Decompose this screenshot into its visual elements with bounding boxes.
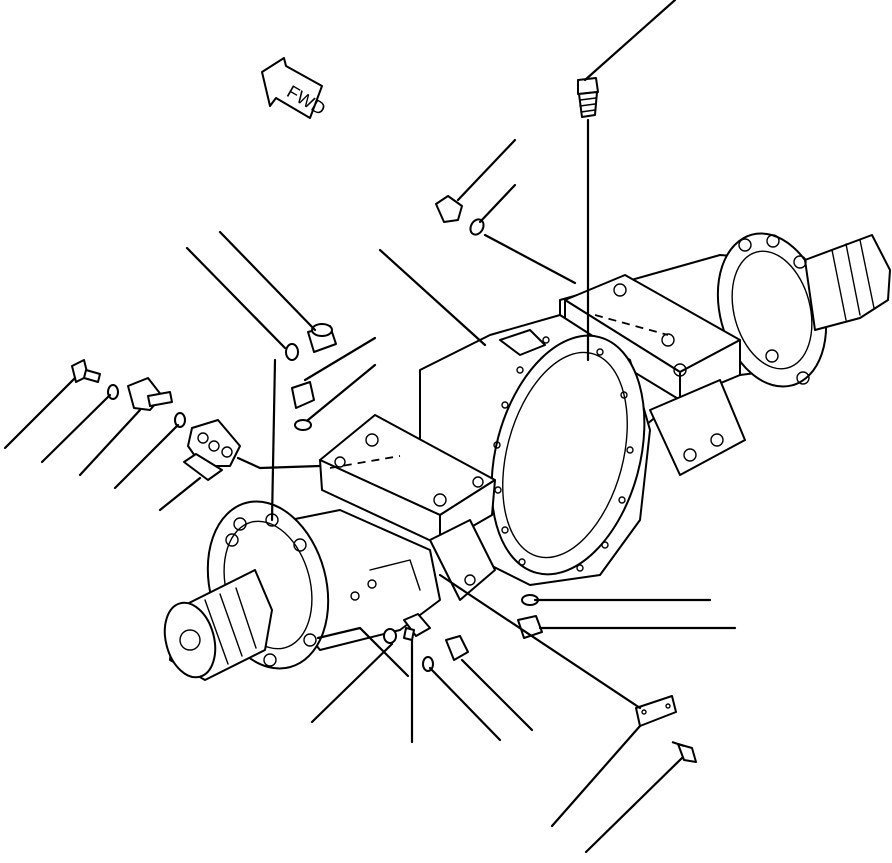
fwd-arrow-icon: FWD — [261, 57, 329, 119]
breather-plug-icon — [577, 77, 599, 118]
right-lower-plug-icon — [517, 594, 543, 639]
lower-plug-icon — [422, 635, 469, 672]
bolt-icon — [71, 359, 101, 383]
oring-icon — [174, 412, 186, 428]
stud-plate-icon — [127, 377, 173, 411]
level-plug-icon — [285, 323, 337, 361]
lower-bolt-icon — [403, 613, 431, 641]
axle-housing — [163, 232, 891, 681]
screw-icon — [671, 741, 697, 763]
gasket-icon — [183, 419, 241, 481]
drain-plug-top-icon — [435, 195, 485, 236]
cover-plate-icon — [635, 695, 677, 727]
fill-plug-icon — [291, 381, 315, 431]
leader-lines — [3, 0, 737, 854]
lower-washer-icon — [383, 628, 397, 644]
